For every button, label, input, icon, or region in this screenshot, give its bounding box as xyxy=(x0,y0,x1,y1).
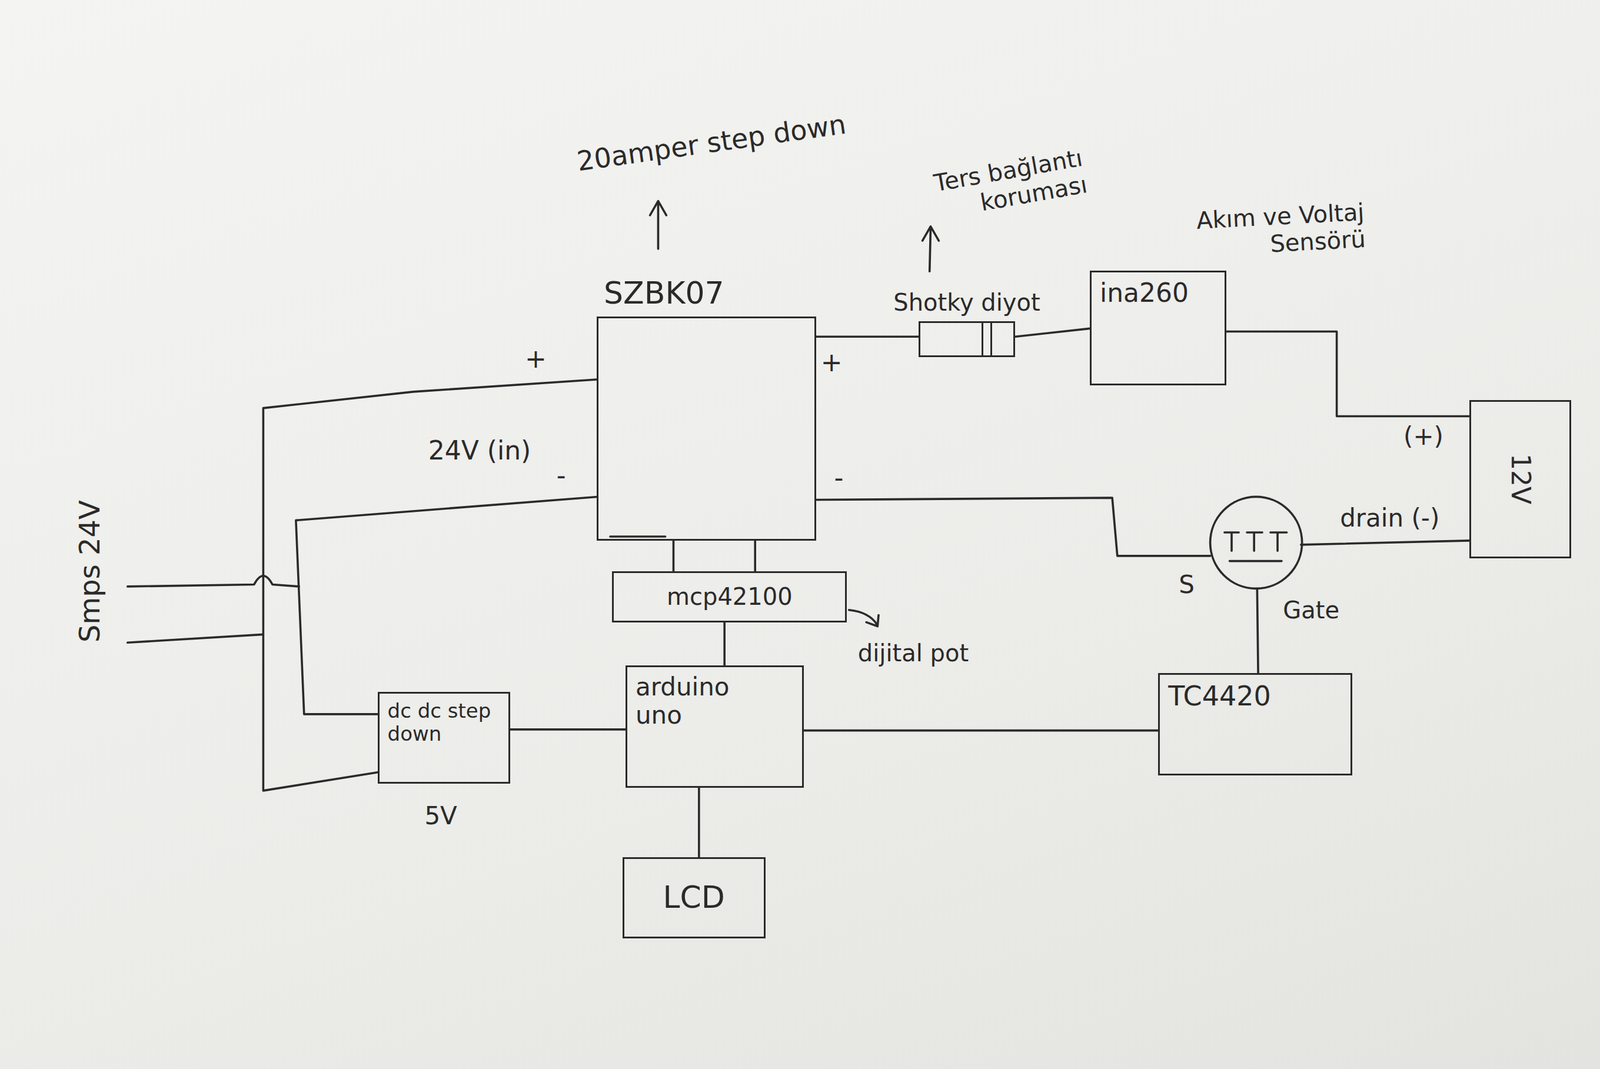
polarity-mark: + xyxy=(524,344,547,375)
pin-label: Gate xyxy=(1282,596,1340,624)
chip-box: mcp42100 xyxy=(611,571,847,623)
terminal-label: (+) xyxy=(1403,422,1444,451)
box-label: LCD xyxy=(662,880,725,916)
pin-label: S xyxy=(1178,570,1195,599)
source-wire xyxy=(816,497,1210,557)
sensor-box: ina260 xyxy=(1089,270,1227,387)
supply-label: Smps 24V xyxy=(73,500,106,643)
polarity-mark: + xyxy=(820,347,843,378)
module-stub xyxy=(610,535,666,538)
drain-wire xyxy=(1301,540,1470,545)
leader-arrow xyxy=(922,226,940,272)
callout-note: Akım ve Voltaj Sensörü xyxy=(1093,198,1367,267)
wire xyxy=(672,540,675,572)
wire xyxy=(816,335,918,338)
diode-symbol: Shotky diyot xyxy=(918,321,1016,358)
module-box: SZBK07 xyxy=(596,316,817,541)
supply-wire xyxy=(127,634,264,643)
wire xyxy=(510,728,626,731)
pin-label: drain (-) xyxy=(1339,504,1440,533)
wire xyxy=(723,622,726,666)
gate-wire xyxy=(1256,588,1259,674)
diode-band xyxy=(981,323,993,356)
voltage-label: 24V (in) xyxy=(428,436,532,467)
box-label: mcp42100 xyxy=(666,583,793,611)
mosfet-channel xyxy=(1224,532,1287,562)
box-label: Shotky diyot xyxy=(893,288,1040,316)
box-label: TC4420 xyxy=(1168,680,1342,713)
box-label: SZBK07 xyxy=(603,275,725,312)
wire xyxy=(1015,328,1090,337)
battery-box: 12V xyxy=(1469,400,1572,559)
mosfet-symbol xyxy=(1210,496,1303,589)
display-box: LCD xyxy=(622,857,766,940)
converter-box: dc dc step down xyxy=(377,692,511,784)
wire xyxy=(753,540,757,572)
wire xyxy=(697,787,701,858)
wire xyxy=(295,496,598,714)
supply-wire xyxy=(127,576,299,587)
leader-arrow xyxy=(849,610,879,627)
leader-arrow xyxy=(650,201,667,249)
voltage-label: 5V xyxy=(424,802,457,831)
polarity-mark: - xyxy=(556,460,567,491)
box-label: arduino uno xyxy=(635,673,768,731)
callout-note: Ters bağlantı koruması xyxy=(873,144,1090,234)
driver-box: TC4420 xyxy=(1158,673,1352,775)
callout-note: dijital pot xyxy=(857,639,969,667)
box-label: ina260 xyxy=(1099,278,1217,309)
box-label: dc dc step down xyxy=(387,699,501,746)
callout-note: 20amper step down xyxy=(574,108,848,178)
box-label: 12V xyxy=(1505,453,1536,505)
wire xyxy=(803,729,1159,733)
wire xyxy=(263,379,597,791)
controller-box: arduino uno xyxy=(625,665,804,788)
polarity-mark: - xyxy=(833,462,844,493)
wire xyxy=(1226,331,1470,417)
